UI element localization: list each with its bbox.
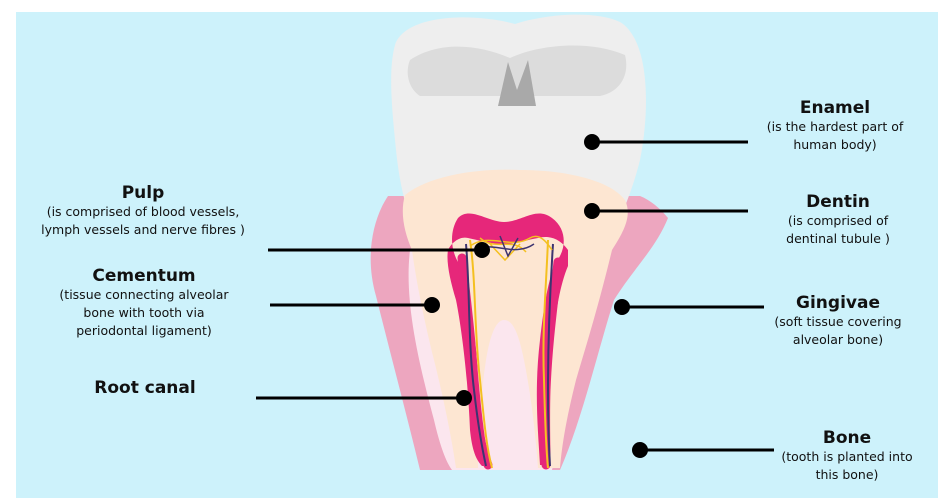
cementum-desc-line-2: bone with tooth via bbox=[40, 304, 248, 322]
enamel-desc-line-1: (is the hardest part of bbox=[740, 118, 930, 136]
cementum-desc-line-3: periodontal ligament) bbox=[40, 322, 248, 340]
bone-desc-line-2: this bone) bbox=[762, 466, 932, 484]
enamel-marker bbox=[584, 134, 600, 150]
gingivae-label: Gingivae (soft tissue covering alveolar … bbox=[748, 293, 928, 349]
enamel-label: Enamel (is the hardest part of human bod… bbox=[740, 98, 930, 154]
dentin-desc-line-1: (is comprised of bbox=[748, 212, 928, 230]
root-canal-title: Root canal bbox=[60, 378, 230, 398]
pulp-desc-line-2: lymph vessels and nerve fibres ) bbox=[18, 221, 268, 239]
bone-title: Bone bbox=[762, 428, 932, 448]
gingivae-title: Gingivae bbox=[748, 293, 928, 313]
root-canal-label: Root canal bbox=[60, 378, 230, 398]
dentin-desc-line-2: dentinal tubule ) bbox=[748, 230, 928, 248]
pulp-desc-line-1: (is comprised of blood vessels, bbox=[18, 203, 268, 221]
bone-desc-line-1: (tooth is planted into bbox=[762, 448, 932, 466]
enamel-desc-line-2: human body) bbox=[740, 136, 930, 154]
gingivae-desc-line-2: alveolar bone) bbox=[748, 331, 928, 349]
gingivae-marker bbox=[614, 299, 630, 315]
dentin-marker bbox=[584, 203, 600, 219]
dentin-label: Dentin (is comprised of dentinal tubule … bbox=[748, 192, 928, 248]
pulp-title: Pulp bbox=[18, 183, 268, 203]
pulp-marker bbox=[474, 242, 490, 258]
enamel-title: Enamel bbox=[740, 98, 930, 118]
gingivae-desc-line-1: (soft tissue covering bbox=[748, 313, 928, 331]
pulp-label: Pulp (is comprised of blood vessels, lym… bbox=[18, 183, 268, 239]
cementum-label: Cementum (tissue connecting alveolar bon… bbox=[40, 266, 248, 340]
cementum-title: Cementum bbox=[40, 266, 248, 286]
root-canal-marker bbox=[456, 390, 472, 406]
dentin-title: Dentin bbox=[748, 192, 928, 212]
bone-label: Bone (tooth is planted into this bone) bbox=[762, 428, 932, 484]
cementum-desc-line-1: (tissue connecting alveolar bbox=[40, 286, 248, 304]
bone-marker bbox=[632, 442, 648, 458]
cementum-marker bbox=[424, 297, 440, 313]
